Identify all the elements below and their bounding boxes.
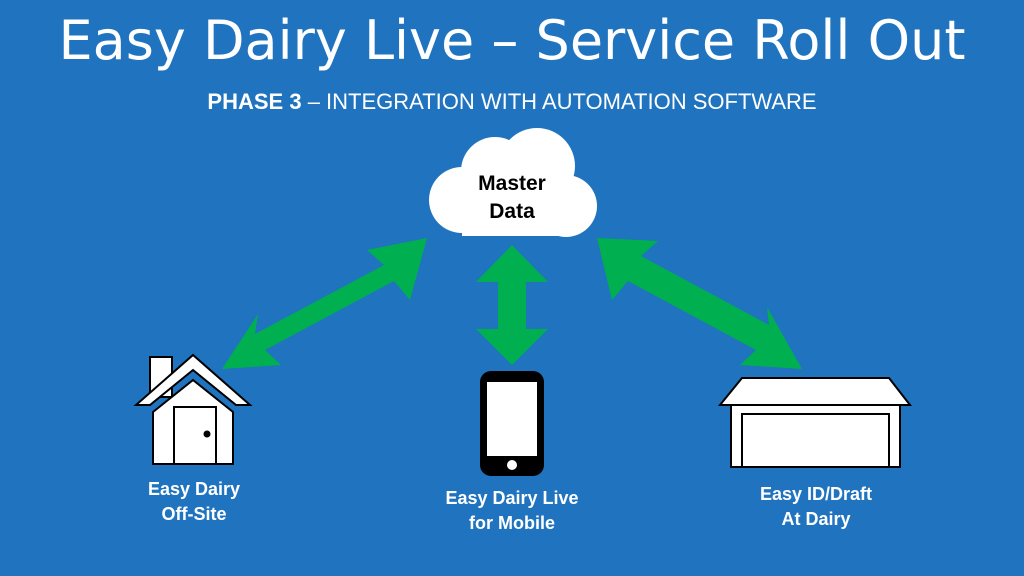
- mobile-label-line1: Easy Dairy Live: [445, 488, 579, 508]
- arrow-cloud-dairy: [597, 238, 802, 369]
- phase-description: – INTEGRATION WITH AUTOMATION SOFTWARE: [301, 89, 817, 114]
- slide-subtitle: PHASE 3 – INTEGRATION WITH AUTOMATION SO…: [0, 88, 1024, 116]
- dairy-label-line1: Easy ID/Draft: [759, 484, 873, 504]
- smartphone-icon: [480, 371, 544, 476]
- offsite-label-line1: Easy Dairy: [147, 479, 241, 499]
- dairy-label-line2: At Dairy: [781, 509, 851, 529]
- mobile-label-line2: for Mobile: [469, 513, 555, 533]
- dairy-label: Easy ID/Draft At Dairy: [706, 482, 926, 532]
- mobile-label: Easy Dairy Live for Mobile: [402, 486, 622, 536]
- offsite-label-line2: Off-Site: [161, 504, 227, 524]
- slide-title: Easy Dairy Live – Service Roll Out: [58, 9, 966, 72]
- house-icon: [133, 353, 253, 465]
- offsite-label: Easy Dairy Off-Site: [84, 477, 304, 527]
- cloud-label: Master Data: [442, 170, 582, 226]
- cloud-icon: [429, 128, 597, 237]
- cloud-label-line1: Master: [478, 172, 546, 195]
- arrow-cloud-mobile: [476, 245, 548, 365]
- arrow-cloud-offsite: [222, 238, 427, 369]
- phase-label: PHASE 3: [207, 89, 302, 114]
- cloud-label-line2: Data: [489, 200, 535, 223]
- garage-icon: [717, 377, 913, 468]
